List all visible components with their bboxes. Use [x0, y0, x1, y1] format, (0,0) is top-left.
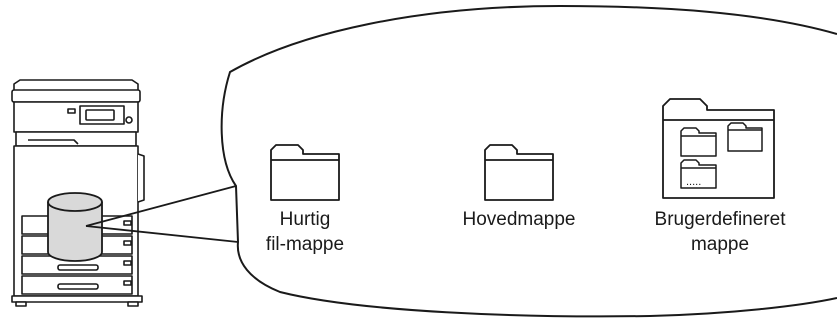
callout-connector: [85, 185, 239, 243]
label-custom-folder-line1: Brugerdefineret: [654, 209, 786, 230]
svg-text:.....: .....: [686, 176, 701, 188]
label-main-folder: Hovedmappe: [434, 207, 604, 232]
label-quick-folder-line2: fil-mappe: [265, 234, 345, 255]
label-quick-folder-line1: Hurtig: [279, 209, 331, 230]
label-quick-folder: Hurtig fil-mappe: [245, 207, 365, 257]
custom-folder-icon: .....: [662, 98, 775, 199]
printer-icon: [11, 79, 145, 307]
label-main-folder-line1: Hovedmappe: [462, 209, 576, 230]
storage-drum-icon: [47, 192, 103, 262]
main-folder-icon: [484, 144, 554, 201]
label-custom-folder-line2: mappe: [690, 234, 750, 255]
label-custom-folder: Brugerdefineret mappe: [636, 207, 804, 257]
quick-folder-icon: [270, 144, 340, 201]
